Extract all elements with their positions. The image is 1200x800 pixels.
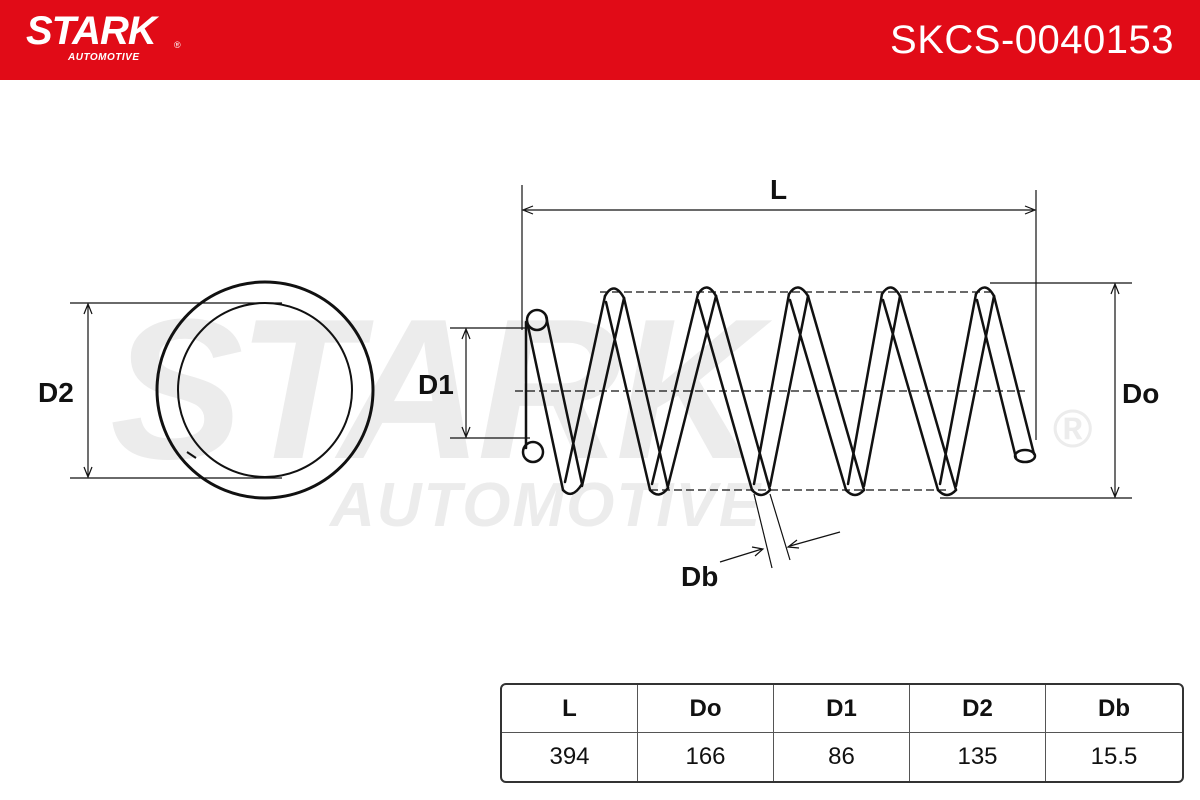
l-dimension-line (521, 185, 1037, 440)
outer-diameter-label: Do (1122, 378, 1160, 409)
spec-value-l: 394 (502, 733, 638, 781)
spec-value-do: 166 (638, 733, 774, 781)
wire-diameter-label: Db (681, 561, 719, 592)
spec-header-l: L (502, 685, 638, 733)
spec-header-db: Db (1046, 685, 1182, 733)
d2-label: D2 (38, 377, 74, 408)
spec-header-d1: D1 (774, 685, 910, 733)
brand-name: STARK (26, 9, 157, 53)
brand-logo: STARK ® AUTOMOTIVE (26, 9, 181, 63)
length-label: L (770, 174, 788, 205)
d1-dimension-line (450, 327, 530, 439)
end-view-ring (155, 280, 375, 500)
spec-header-do: Do (638, 685, 774, 733)
spec-value-d2: 135 (910, 733, 1046, 781)
d2-dimension-line (70, 302, 282, 479)
spring-drawing (70, 185, 1132, 569)
spec-table: L Do D1 D2 Db 394 166 86 135 15.5 (500, 683, 1184, 783)
d1-label: D1 (418, 369, 454, 400)
part-number: SKCS-0040153 (890, 18, 1174, 62)
db-dimension-line (719, 493, 841, 569)
brand-header: STARK ® AUTOMOTIVE SKCS-0040153 (0, 0, 1200, 80)
spec-value-d1: 86 (774, 733, 910, 781)
do-dimension-line (940, 282, 1132, 499)
spring-coils (521, 286, 1037, 497)
spring-diagram: STARK AUTOMOTIVE ® (0, 80, 1200, 670)
brand-registered-mark: ® (174, 40, 181, 50)
spec-value-db: 15.5 (1090, 743, 1138, 770)
brand-subtitle: AUTOMOTIVE (68, 52, 140, 63)
spec-header-d2: D2 (910, 685, 1046, 733)
